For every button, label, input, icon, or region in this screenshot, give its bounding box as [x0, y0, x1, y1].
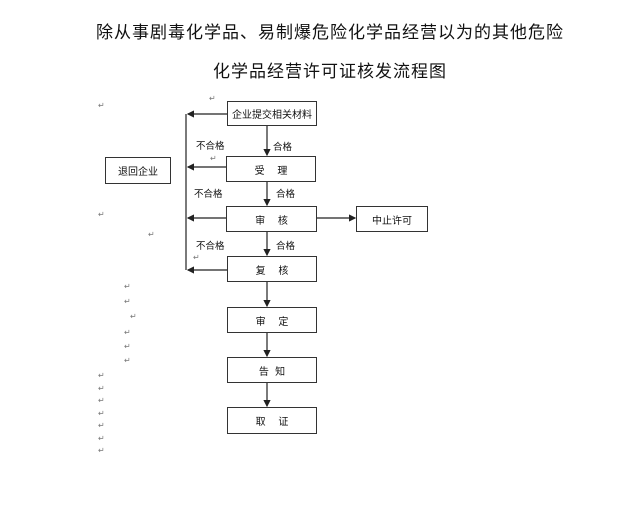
paragraph-mark: ↵ — [124, 297, 131, 306]
paragraph-mark: ↵ — [98, 409, 105, 418]
step-approve: 审 定 — [227, 307, 317, 333]
paragraph-mark: ↵ — [124, 356, 131, 365]
paragraph-mark: ↵ — [209, 94, 216, 103]
return-to-enterprise-box: 退回企业 — [105, 157, 171, 184]
paragraph-mark: ↵ — [98, 384, 105, 393]
pass-label-2: 合格 — [276, 189, 296, 200]
pass-label-3: 合格 — [276, 241, 296, 252]
step-submit-materials: 企业提交相关材料 — [227, 101, 317, 126]
paragraph-mark: ↵ — [98, 210, 105, 219]
paragraph-mark: ↵ — [148, 230, 155, 239]
paragraph-mark: ↵ — [210, 154, 217, 163]
fail-label-1: 不合格 — [196, 141, 225, 152]
step-notify: 告 知 — [227, 357, 317, 383]
paragraph-mark: ↵ — [124, 342, 131, 351]
paragraph-mark: ↵ — [98, 434, 105, 443]
fail-label-2: 不合格 — [194, 189, 223, 200]
paragraph-mark: ↵ — [193, 253, 200, 262]
fail-label-3: 不合格 — [196, 241, 225, 252]
paragraph-mark: ↵ — [98, 396, 105, 405]
paragraph-mark: ↵ — [98, 371, 105, 380]
paragraph-mark: ↵ — [124, 328, 131, 337]
pass-label-1: 合格 — [273, 142, 293, 153]
step-issue-license: 取 证 — [227, 407, 317, 434]
step-recheck: 复 核 — [227, 256, 317, 282]
terminate-license-box: 中止许可 — [356, 206, 428, 232]
paragraph-mark: ↵ — [98, 446, 105, 455]
step-accept: 受 理 — [226, 156, 316, 182]
paragraph-mark: ↵ — [124, 282, 131, 291]
document-title-line-1: 除从事剧毒化学品、易制爆危险化学品经营以为的其他危险 — [96, 23, 564, 43]
step-review: 审 核 — [226, 206, 317, 232]
paragraph-mark: ↵ — [130, 312, 137, 321]
paragraph-mark: ↵ — [98, 421, 105, 430]
paragraph-mark: ↵ — [98, 101, 105, 110]
document-title-line-2: 化学品经营许可证核发流程图 — [213, 62, 447, 82]
